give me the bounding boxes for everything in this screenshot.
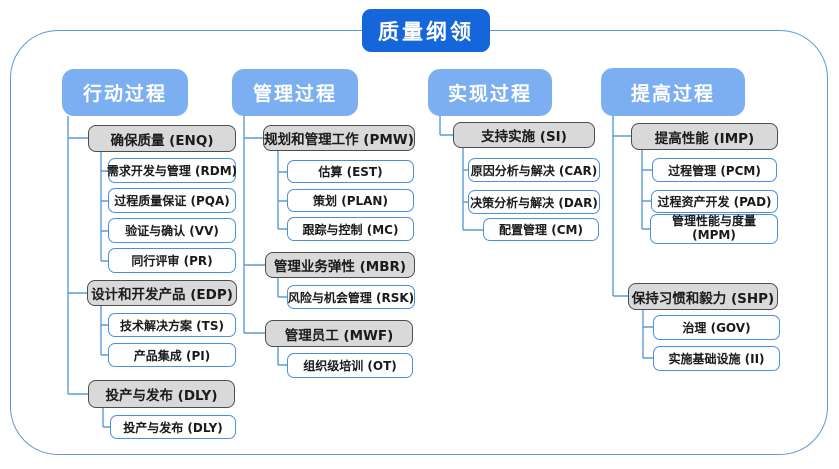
leaf-box-cm: 配置管理 (CM) — [483, 218, 599, 241]
leaf-box-ii: 实施基础设施 (II) — [653, 346, 780, 371]
header-improvement-process: 提高过程 — [601, 68, 745, 116]
group-box-edp: 设计和开发产品 (EDP) — [87, 280, 237, 306]
group-box-mbr: 管理业务弹性 (MBR) — [265, 252, 415, 278]
group-box-enq: 确保质量 (ENQ) — [88, 125, 236, 152]
leaf-box-pqa: 过程质量保证 (PQA) — [108, 188, 236, 213]
leaf-box-est: 估算 (EST) — [287, 160, 414, 183]
leaf-box-rdm: 需求开发与管理 (RDM) — [107, 158, 237, 183]
root-title: 质量纲领 — [362, 9, 490, 52]
leaf-box-dly: 投产与发布 (DLY) — [110, 415, 236, 439]
leaf-box-vv: 验证与确认 (VV) — [108, 218, 236, 243]
leaf-box-ot: 组织级培训 (OT) — [287, 353, 413, 378]
leaf-box-dar: 决策分析与解决 (DAR) — [468, 190, 600, 214]
leaf-box-gov: 治理 (GOV) — [653, 315, 780, 340]
group-box-pmw: 规划和管理工作 (PMW) — [263, 125, 415, 151]
leaf-box-rsk: 风险与机会管理 (RSK) — [287, 285, 415, 309]
leaf-box-ts: 技术解决方案 (TS) — [108, 313, 236, 337]
leaf-box-pad: 过程资产开发 (PAD) — [651, 190, 778, 213]
leaf-box-pcm: 过程管理 (PCM) — [652, 158, 777, 182]
leaf-box-car: 原因分析与解决 (CAR) — [468, 158, 600, 182]
header-management-process: 管理过程 — [232, 69, 358, 116]
group-box-shp: 保持习惯和毅力 (SHP) — [628, 283, 778, 310]
leaf-box-plan: 策划 (PLAN) — [287, 189, 414, 212]
group-box-si: 支持实施 (SI) — [453, 122, 595, 148]
leaf-box-pr: 同行评审 (PR) — [108, 248, 236, 273]
header-action-process: 行动过程 — [62, 69, 188, 116]
group-box-imp: 提高性能 (IMP) — [631, 123, 778, 150]
group-box-dly: 投产与发布 (DLY) — [88, 380, 235, 408]
header-implementation-process: 实现过程 — [428, 69, 552, 116]
leaf-box-pi: 产品集成 (PI) — [108, 343, 236, 367]
group-box-mwf: 管理员工 (MWF) — [265, 320, 413, 347]
leaf-box-mc: 跟踪与控制 (MC) — [287, 217, 414, 241]
leaf-box-mpm: 管理性能与度量 (MPM) — [650, 214, 778, 244]
